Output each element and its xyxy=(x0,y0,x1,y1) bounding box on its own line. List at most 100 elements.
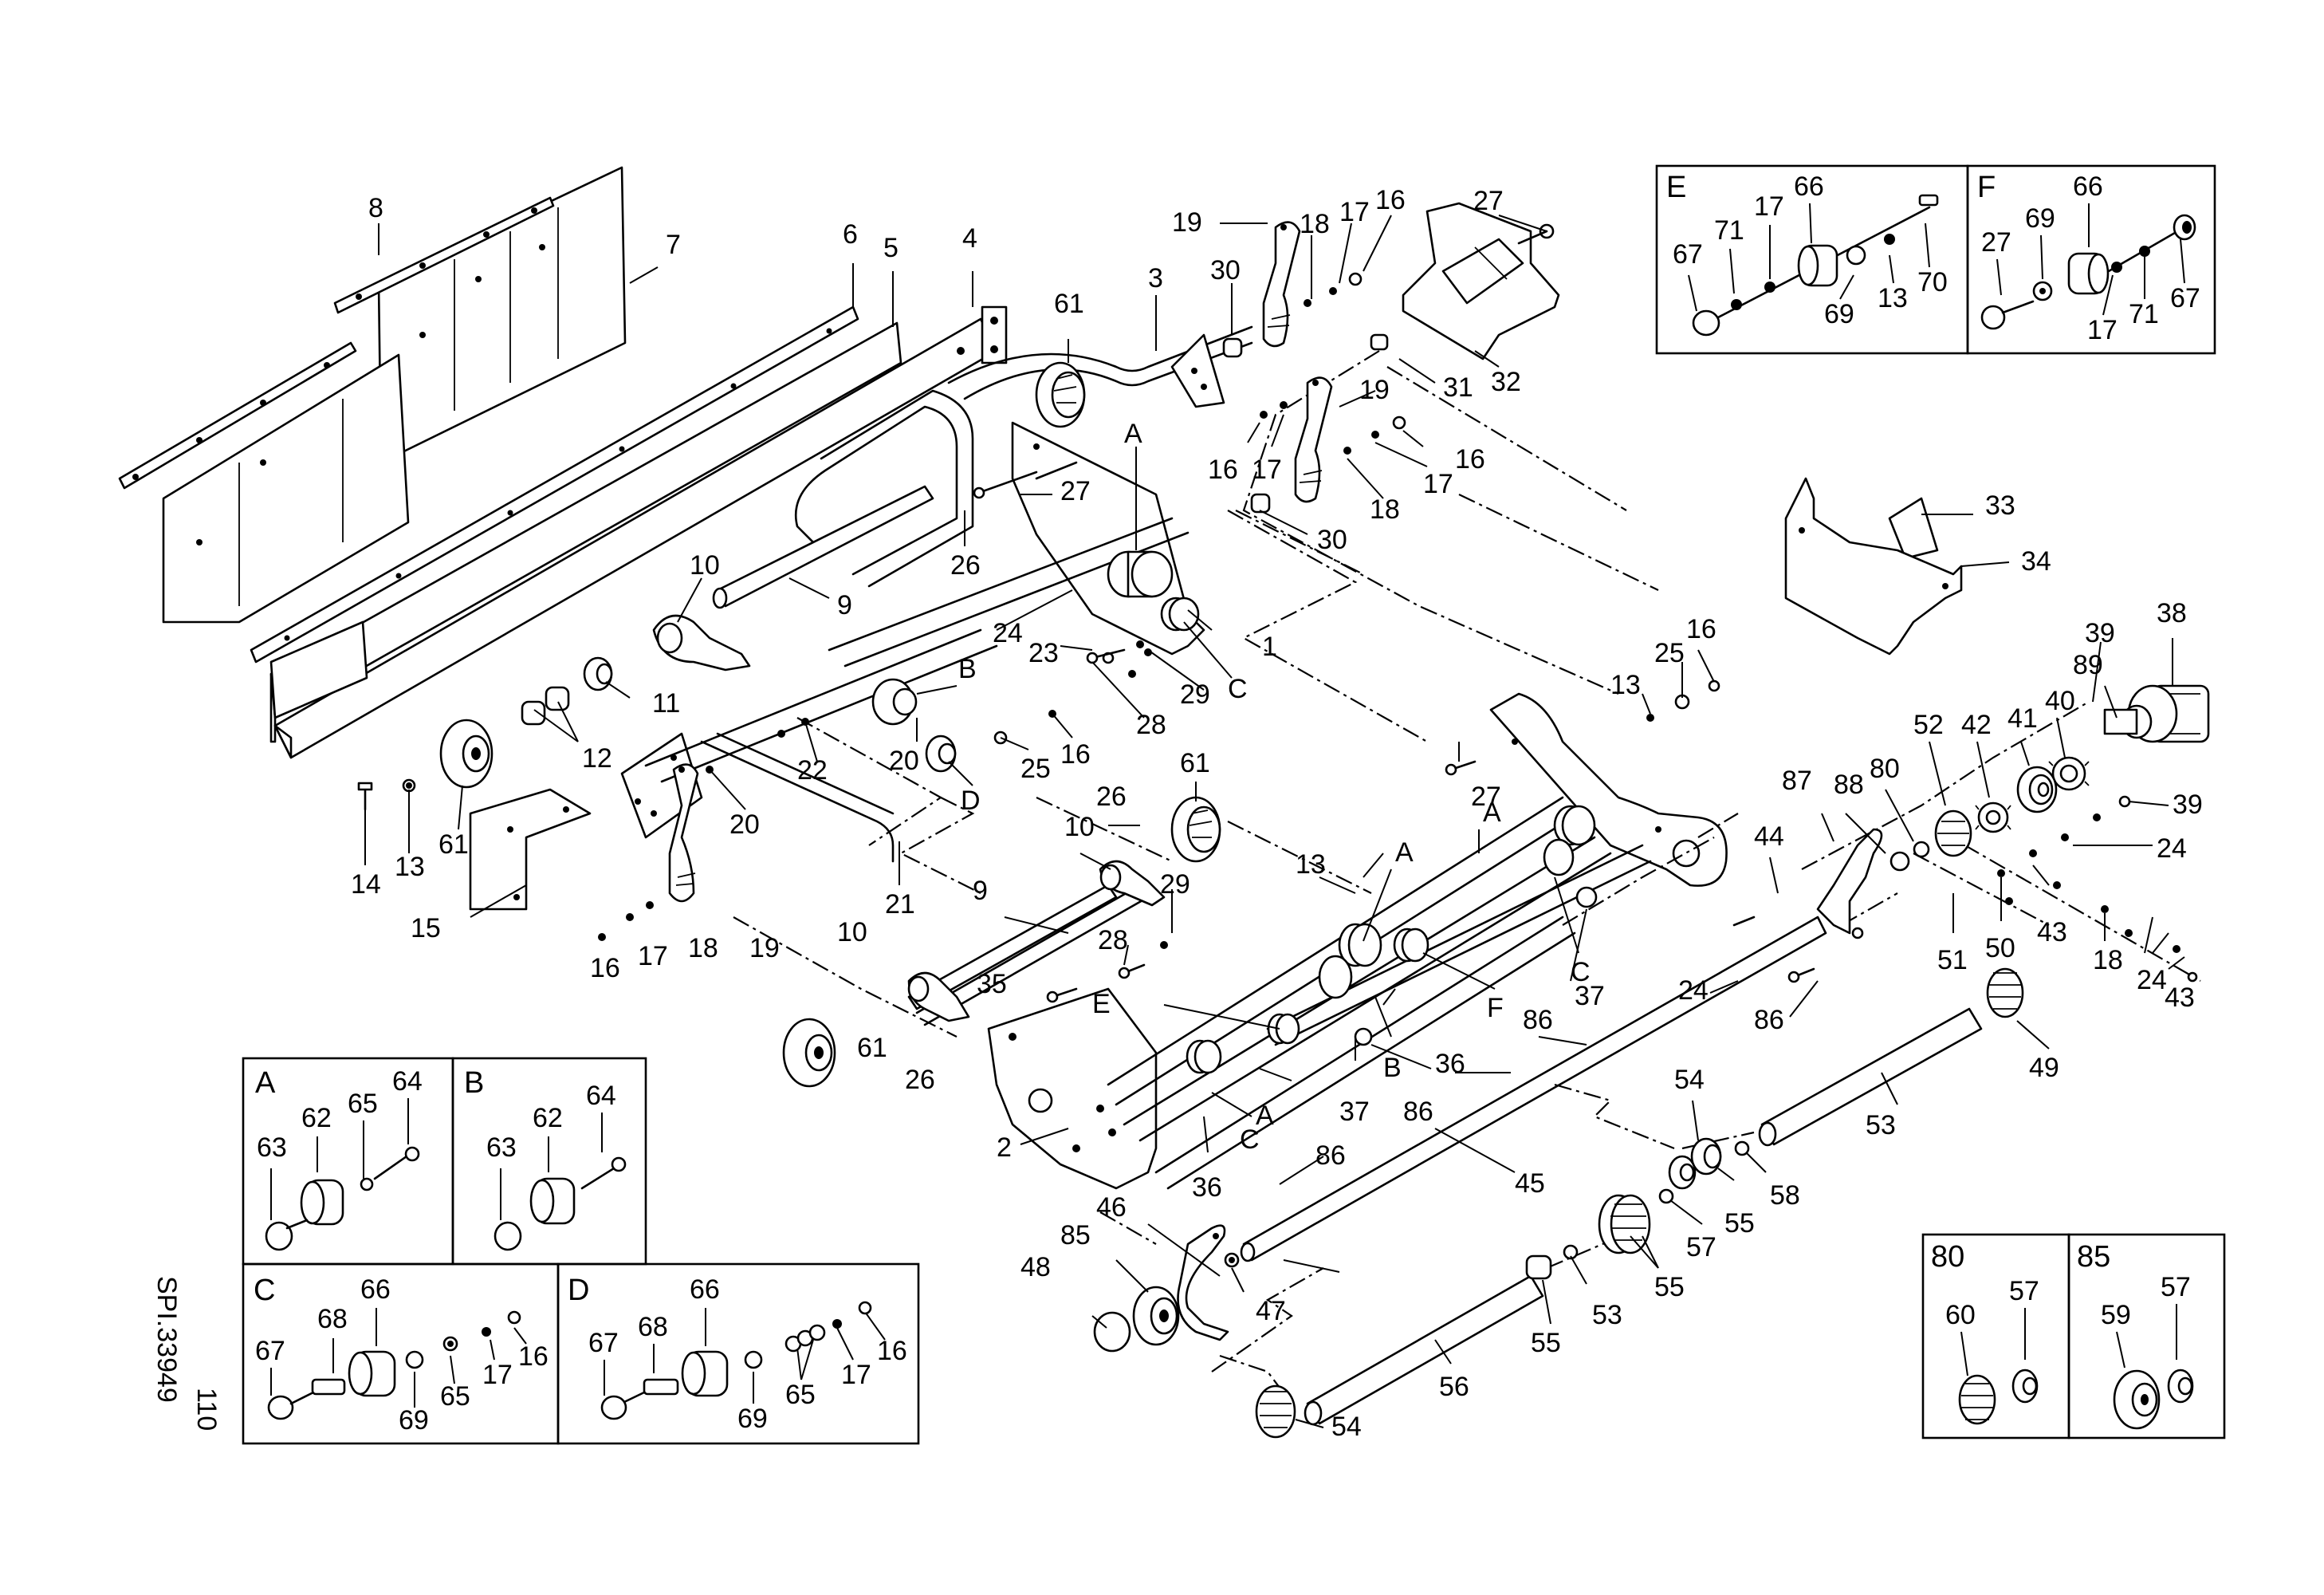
callout: 37 xyxy=(1575,981,1605,1011)
callout: 39 xyxy=(2085,618,2115,648)
strip-left xyxy=(118,341,357,490)
roller-C-upper xyxy=(1160,597,1200,632)
callout: 54 xyxy=(1331,1412,1362,1442)
inset-label: 17 xyxy=(482,1360,513,1390)
dash-lines xyxy=(733,350,2201,1404)
roller-A-upper xyxy=(1107,550,1174,598)
screws xyxy=(973,461,1815,1003)
callout: 24 xyxy=(993,618,1023,648)
callout: 17 xyxy=(638,941,668,971)
roller-D-upper xyxy=(925,734,957,773)
roller-E xyxy=(1267,1013,1300,1045)
leader-lines xyxy=(364,215,2185,1428)
callout: 42 xyxy=(1961,710,1992,740)
inset-label: 17 xyxy=(1754,191,1784,222)
callout: 27 xyxy=(1060,476,1091,506)
inset-label: 70 xyxy=(1917,267,1948,297)
lever-19-lower xyxy=(668,763,699,903)
callout: 35 xyxy=(977,969,1007,999)
gear-80 xyxy=(1934,809,1972,857)
callout: 53 xyxy=(1592,1300,1622,1330)
callout: 18 xyxy=(688,933,718,963)
inset-title: E xyxy=(1666,171,1686,204)
callout: 86 xyxy=(1523,1005,1553,1035)
callout: 31 xyxy=(1443,372,1473,403)
roller-A-center xyxy=(1318,923,1382,999)
inset-title: D xyxy=(568,1274,589,1307)
roller-B-upper xyxy=(871,678,918,726)
inset-label: 71 xyxy=(2129,299,2159,329)
inset-label: 68 xyxy=(317,1304,348,1334)
callout: 13 xyxy=(1296,849,1326,880)
inset-label: 17 xyxy=(841,1360,871,1390)
callout: 37 xyxy=(1339,1097,1370,1127)
bracket-15 xyxy=(469,788,592,911)
inset-label: 67 xyxy=(588,1328,619,1358)
inset-label: 64 xyxy=(586,1081,616,1111)
inset-label: 16 xyxy=(518,1341,549,1372)
callout: 36 xyxy=(1435,1049,1465,1079)
callout: 19 xyxy=(1172,207,1202,238)
callout: 86 xyxy=(1754,1005,1784,1035)
inset-label: 13 xyxy=(1878,283,1908,313)
callout: 38 xyxy=(2157,598,2187,628)
callout: 39 xyxy=(2173,790,2203,820)
callout: 55 xyxy=(1724,1208,1755,1239)
rail-4 xyxy=(269,305,1008,759)
pin-14 xyxy=(357,782,373,811)
callout: 43 xyxy=(2037,917,2067,947)
callout: C xyxy=(1571,957,1591,987)
inset-label: 16 xyxy=(877,1336,907,1366)
inset-label: 68 xyxy=(638,1312,668,1342)
inset-D: D 67 68 66 69 65 17 16 xyxy=(556,1262,920,1445)
callout: C xyxy=(1240,1124,1260,1155)
bracket-34 xyxy=(1784,477,1963,656)
callout: 25 xyxy=(1020,754,1051,784)
inset-label: 60 xyxy=(1945,1300,1976,1330)
inset-label: 65 xyxy=(440,1381,470,1412)
callout: 41 xyxy=(2007,703,2038,734)
callout: 4 xyxy=(962,223,977,254)
drawing-code: SPI.33949 xyxy=(151,1276,182,1403)
callout: 10 xyxy=(1064,812,1095,842)
callout: 16 xyxy=(590,953,620,983)
callout: 6 xyxy=(843,219,858,250)
inset-label: 63 xyxy=(257,1132,287,1163)
callout: 57 xyxy=(1686,1232,1716,1262)
callout: 12 xyxy=(582,743,612,774)
strip-8 xyxy=(333,196,555,314)
callout: 17 xyxy=(1339,197,1370,227)
bearing-10-lower xyxy=(907,971,970,1022)
callout: 30 xyxy=(1210,255,1241,286)
callout: 18 xyxy=(1370,494,1400,525)
inset-label: 63 xyxy=(486,1132,517,1163)
inset-label: 27 xyxy=(1981,227,2011,258)
callout: 32 xyxy=(1491,367,1521,397)
callout: 9 xyxy=(837,590,852,620)
callout: A xyxy=(1256,1101,1274,1131)
inset-title: F xyxy=(1977,171,1996,204)
callout: A xyxy=(1124,419,1142,449)
callout: 87 xyxy=(1782,766,1812,796)
inset-label: 66 xyxy=(1794,171,1824,202)
callout: 61 xyxy=(1054,289,1084,319)
callout: 9 xyxy=(973,876,988,906)
callout: 47 xyxy=(1256,1296,1286,1326)
callout: 51 xyxy=(1937,945,1968,975)
inset-label: 66 xyxy=(2073,171,2103,202)
inset-E: E 67 71 17 66 69 13 70 xyxy=(1655,164,1969,355)
callout: 10 xyxy=(837,917,867,947)
callout: 18 xyxy=(1300,209,1330,239)
callout: 45 xyxy=(1515,1168,1545,1199)
callout: 17 xyxy=(1252,455,1282,485)
callout: 16 xyxy=(1686,614,1716,644)
callout: E xyxy=(1092,989,1111,1019)
callout: 16 xyxy=(1208,455,1238,485)
callout: 16 xyxy=(1060,739,1091,770)
washers-55 xyxy=(1563,1140,1750,1260)
inset-label: 69 xyxy=(737,1404,768,1434)
roller-F xyxy=(1393,927,1429,963)
gear-53-lower xyxy=(1255,1384,1296,1439)
inset-C: C 67 68 66 69 65 17 16 xyxy=(242,1262,560,1445)
callout: 26 xyxy=(1096,782,1127,812)
